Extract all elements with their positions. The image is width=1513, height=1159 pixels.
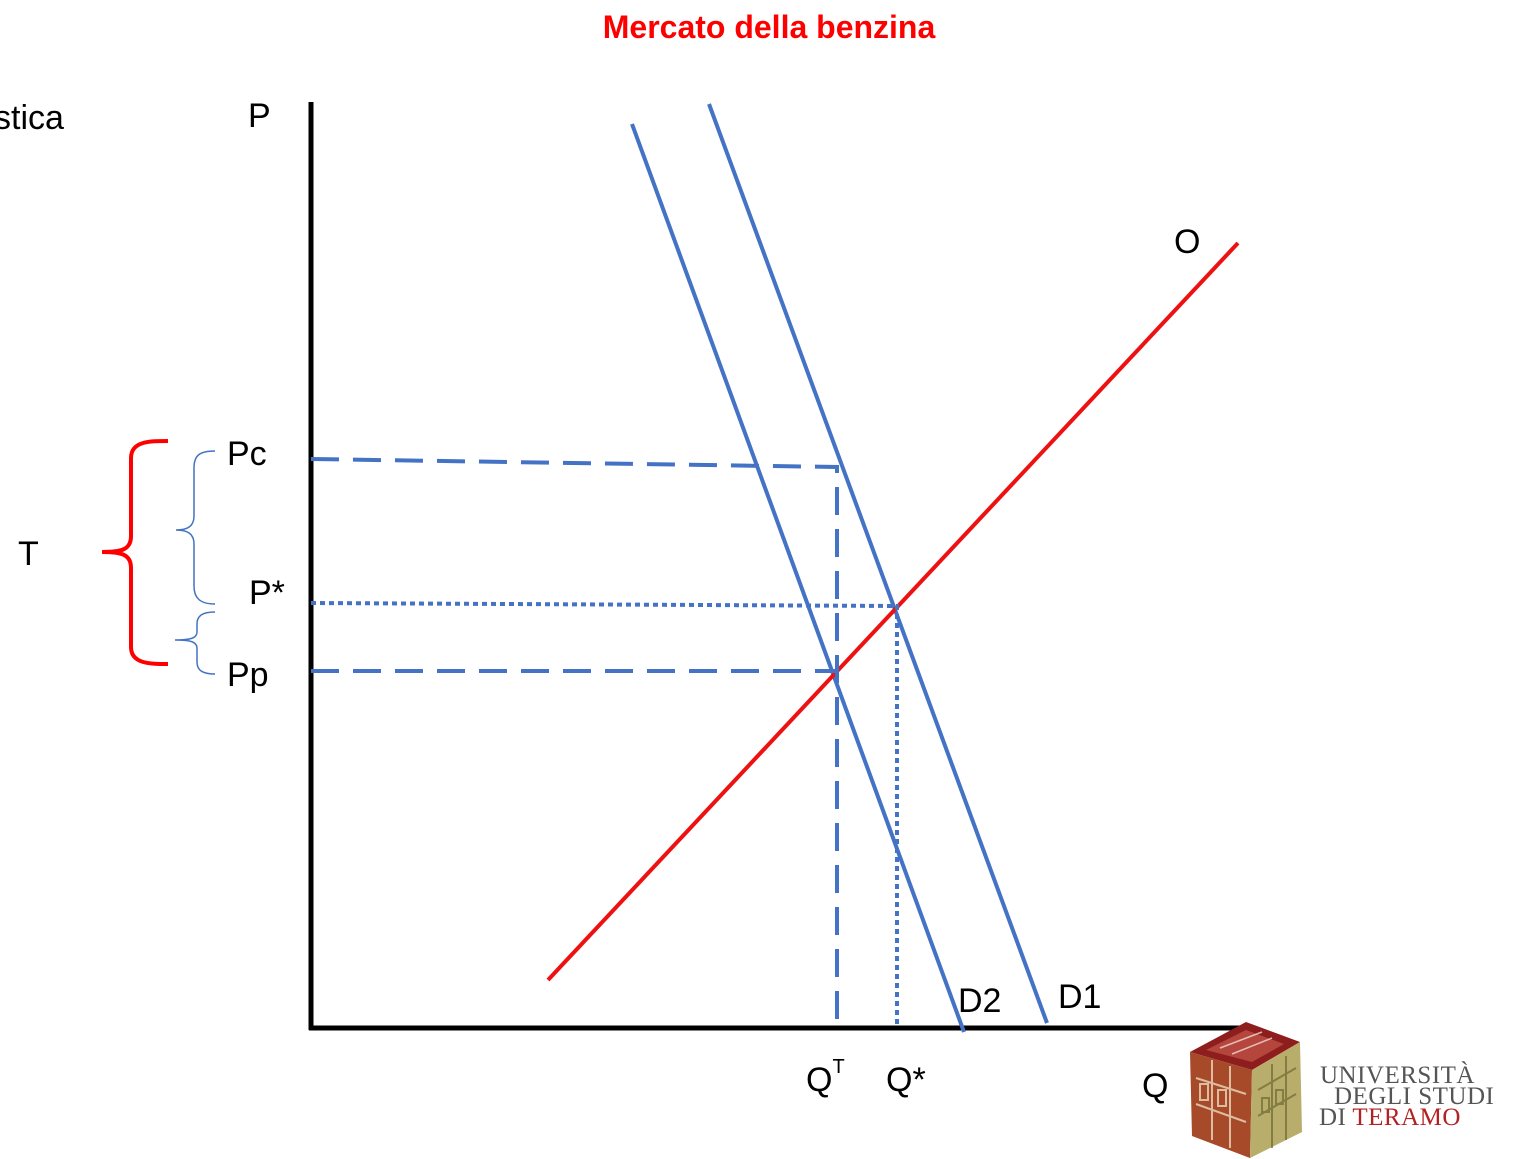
logo-cube-icon — [1190, 1022, 1302, 1158]
demand-d1-label: D1 — [1058, 978, 1101, 1016]
demand-d2-label: D2 — [958, 982, 1001, 1020]
consumer-price-guide — [310, 457, 839, 1028]
price-label-pp: Pp — [227, 656, 269, 694]
quantity-label-qstar: Q* — [886, 1061, 926, 1099]
logo-line-2: DEGLI STUDI — [1334, 1083, 1494, 1110]
left-text-fragment: stica — [0, 99, 64, 137]
tax-brace — [101, 439, 169, 666]
x-axis-label: Q — [1142, 1067, 1168, 1105]
equilibrium-guide — [310, 601, 899, 1028]
quantity-label-qt: QT — [806, 1056, 845, 1099]
supply-curve — [546, 241, 1240, 982]
producer-share-brace — [174, 611, 216, 675]
price-label-pc: Pc — [227, 435, 267, 473]
price-label-pstar: P* — [249, 574, 285, 612]
logo-line-1: UNIVERSITÀ — [1320, 1061, 1475, 1089]
supply-curve-label: O — [1174, 223, 1200, 261]
consumer-share-brace — [175, 450, 216, 605]
demand-curve-d1 — [707, 103, 1049, 1024]
tax-label: T — [18, 535, 39, 573]
demand-curve-d2 — [630, 123, 966, 1033]
y-axis-label: P — [248, 97, 271, 135]
diagram-title: Mercato della benzina — [603, 9, 936, 45]
